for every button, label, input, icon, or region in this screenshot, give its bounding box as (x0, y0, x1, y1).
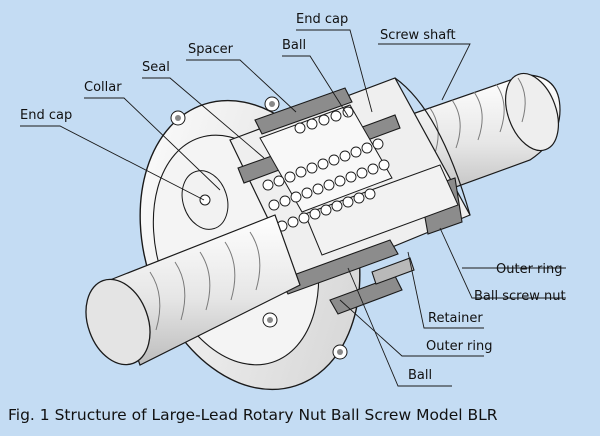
label-end-cap-left: End cap (20, 108, 73, 123)
label-collar: Collar (84, 80, 122, 95)
label-spacer: Spacer (188, 42, 233, 57)
ball-screw-illustration (20, 29, 566, 391)
label-screw-shaft: Screw shaft (380, 28, 456, 43)
label-seal: Seal (142, 60, 170, 75)
balls (262, 106, 390, 232)
label-ball-screw-nut: Ball screw nut (474, 289, 566, 304)
label-end-cap-top: End cap (296, 12, 349, 27)
leader-lines (20, 29, 566, 387)
cut-highlights (259, 104, 459, 256)
figure-caption: Fig. 1 Structure of Large-Lead Rotary Nu… (8, 406, 498, 424)
end-cap-left (181, 170, 229, 230)
label-ball-top: Ball (282, 38, 307, 53)
label-outer-ring-right: Outer ring (496, 262, 563, 277)
label-retainer: Retainer (428, 311, 483, 326)
label-outer-ring-bottom: Outer ring (426, 339, 493, 354)
screw-shaft-left (85, 214, 301, 366)
label-ball-bottom: Ball (408, 368, 433, 383)
